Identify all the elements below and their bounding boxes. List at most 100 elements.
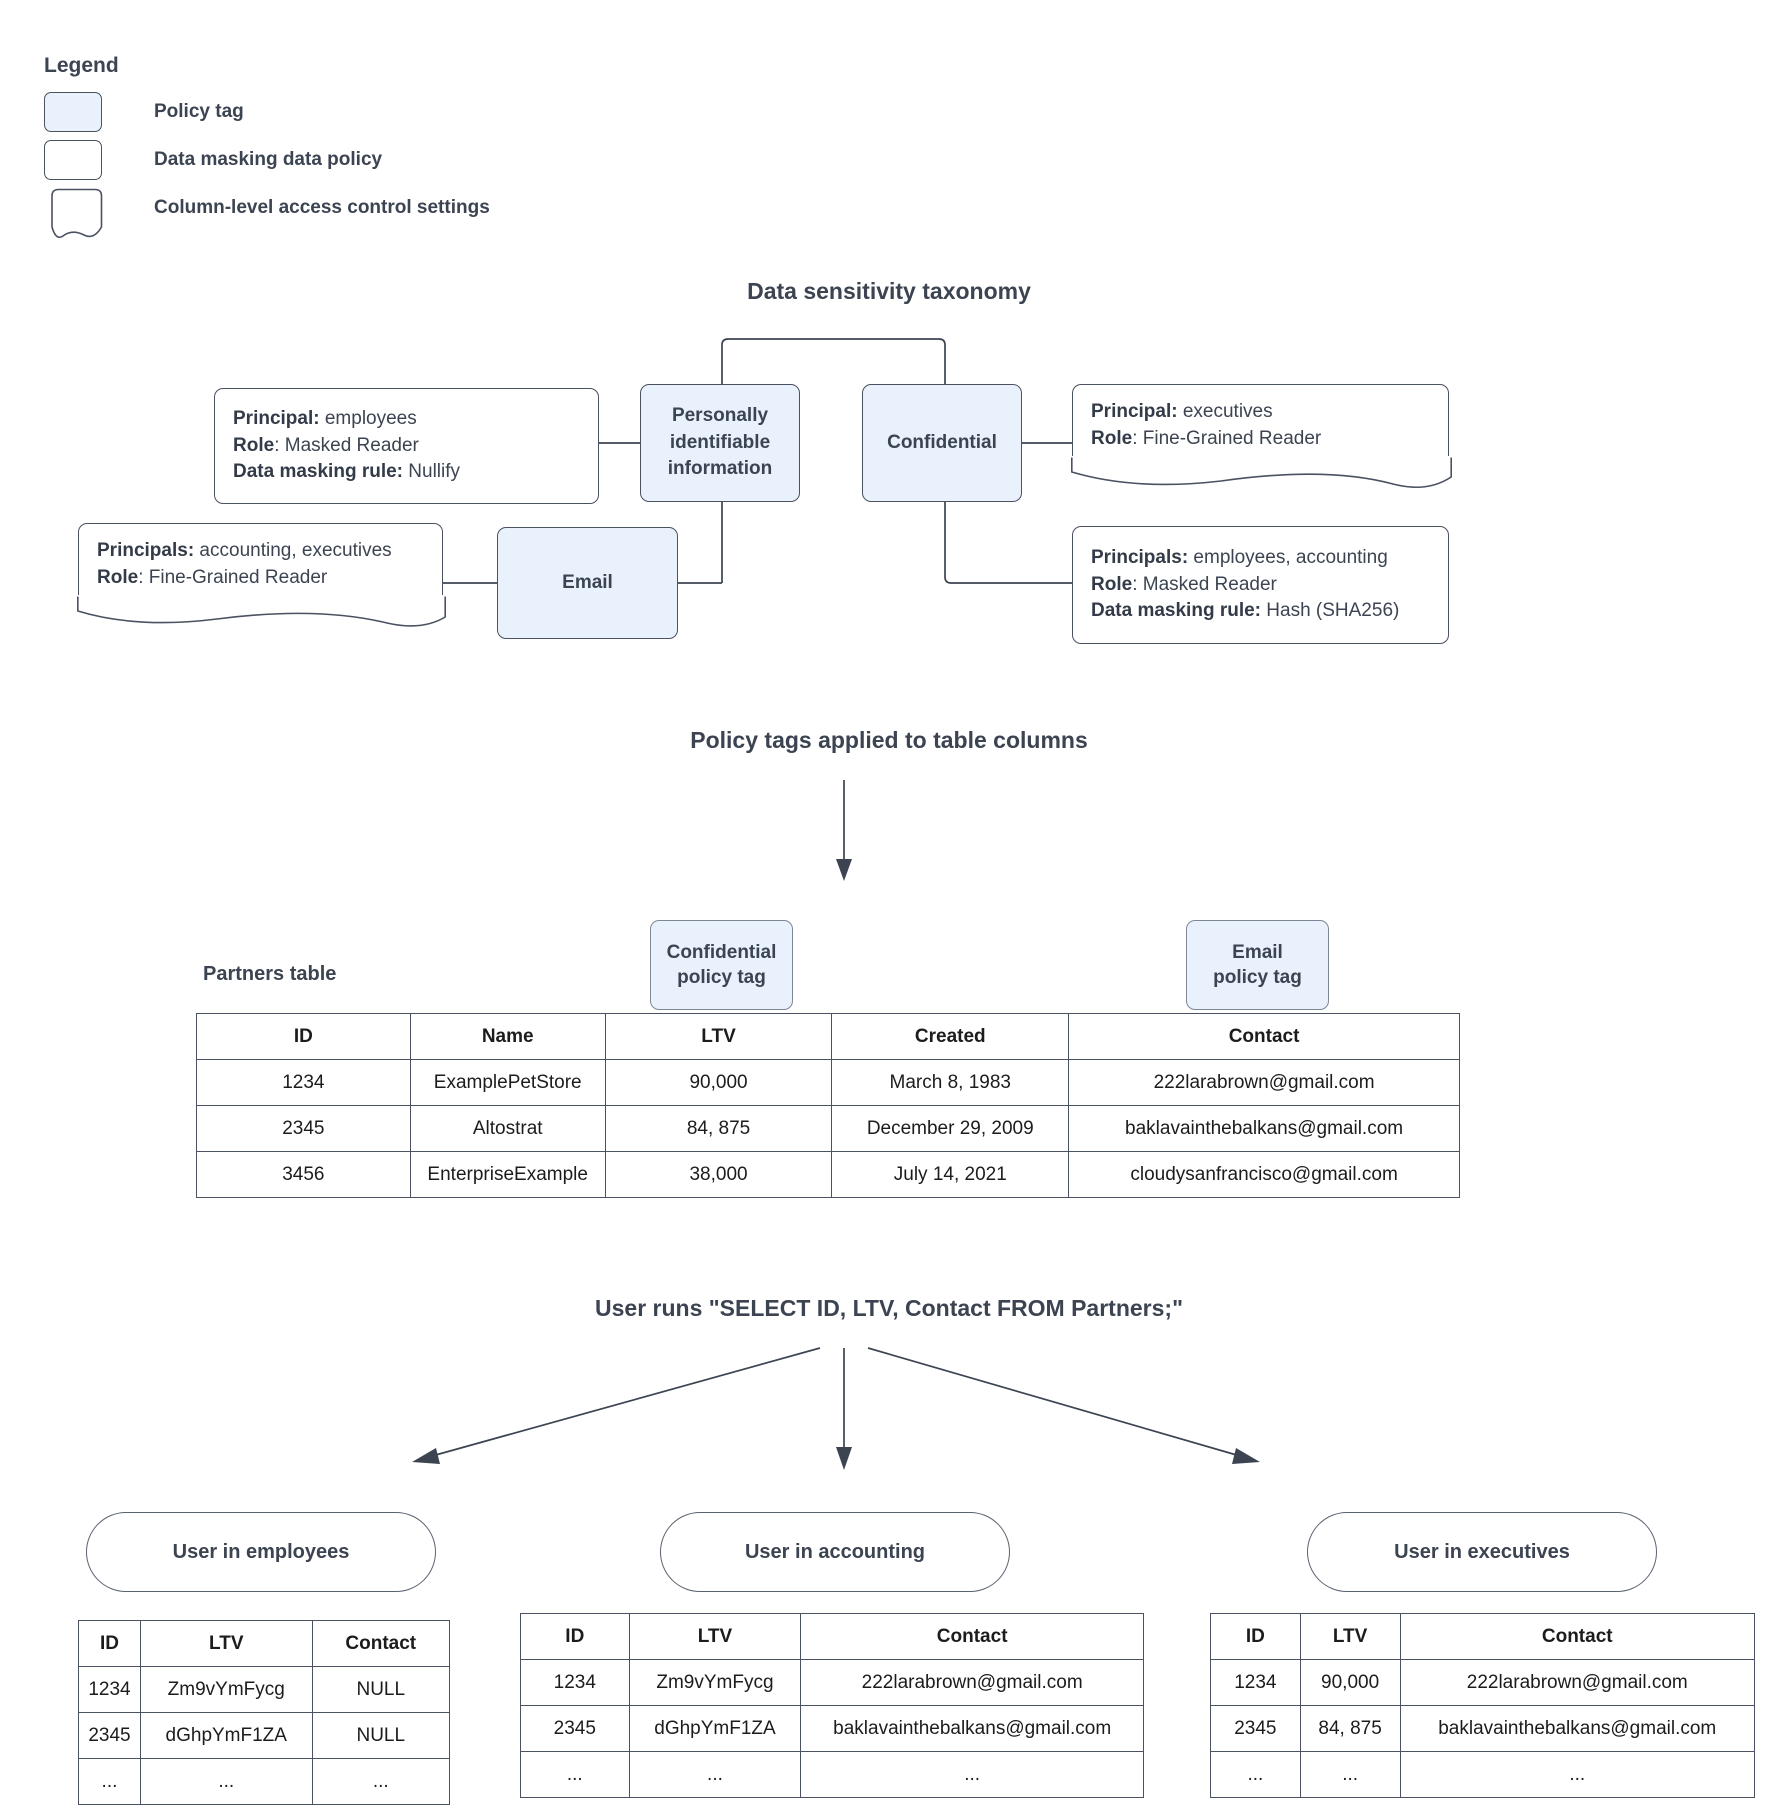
cell-id: 1234 — [1210, 1659, 1301, 1706]
policy-tags-heading: Policy tags applied to table columns — [690, 727, 1088, 753]
cell-id: 1234 — [196, 1059, 411, 1106]
policy-line-key: Role — [97, 566, 139, 588]
column-policy-tag-email[interactable]: Email policy tag — [1186, 920, 1329, 1010]
legend-item-data-masking: Data masking data policy — [44, 136, 490, 184]
policy-line-value: employees — [319, 407, 417, 429]
policy-line-key: Principals: — [1091, 546, 1189, 568]
cell-id: 3456 — [196, 1151, 411, 1198]
policy-line-value: Nullify — [403, 461, 461, 483]
policy-line-key: Principal: — [1091, 400, 1178, 422]
table-row: 2345 dGhpYmF1ZA NULL — [78, 1712, 451, 1759]
taxonomy-heading: Data sensitivity taxonomy — [747, 278, 1031, 304]
cell-name: EnterpriseExample — [409, 1151, 606, 1198]
cell-id: ... — [1210, 1751, 1301, 1798]
legend-title: Legend — [44, 54, 119, 77]
cell-ltv: ... — [139, 1758, 313, 1805]
column-header-contact: Contact — [1068, 1013, 1460, 1060]
column-header-contact: Contact — [800, 1613, 1144, 1660]
partners-table-label: Partners table — [203, 963, 337, 985]
column-header-name: Name — [409, 1013, 606, 1060]
cell-created: December 29, 2009 — [831, 1105, 1070, 1152]
column-policy-tag-line2: policy tag — [677, 967, 766, 988]
cell-name: Altostrat — [409, 1105, 606, 1152]
cell-ltv: 38,000 — [604, 1151, 833, 1198]
column-header-ltv: LTV — [139, 1620, 313, 1667]
cell-ltv: 84, 875 — [1299, 1705, 1401, 1752]
policy-line-value: : Fine-Grained Reader — [138, 566, 328, 588]
table-row: 2345 dGhpYmF1ZA baklavainthebalkans@gmai… — [520, 1705, 1144, 1752]
cell-contact: baklavainthebalkans@gmail.com — [800, 1705, 1144, 1752]
result-table-employees: ID LTV Contact 1234 Zm9vYmFycg NULL 2345… — [78, 1620, 451, 1805]
table-header-row: ID LTV Contact — [1210, 1613, 1755, 1660]
legend-item-policy-tag: Policy tag — [44, 88, 490, 136]
legend-item-label: Column-level access control settings — [154, 197, 490, 218]
cell-id: 2345 — [520, 1705, 630, 1752]
column-header-id: ID — [196, 1013, 411, 1060]
policy-line-value: executives — [1177, 400, 1273, 422]
table-row: 3456 EnterpriseExample 38,000 July 14, 2… — [196, 1151, 1460, 1198]
column-header-id: ID — [78, 1620, 141, 1667]
cell-id: 2345 — [78, 1712, 141, 1759]
cell-contact: ... — [1399, 1751, 1755, 1798]
result-table-accounting: ID LTV Contact 1234 Zm9vYmFycg 222larabr… — [520, 1613, 1144, 1798]
column-header-ltv: LTV — [1299, 1613, 1401, 1660]
policy-line-key: Data masking rule: — [1091, 600, 1261, 622]
cell-id: 1234 — [520, 1659, 630, 1706]
cell-id: ... — [520, 1751, 630, 1798]
oval-label: User in accounting — [744, 1540, 926, 1563]
column-header-contact: Contact — [311, 1620, 451, 1667]
table-row: 1234 Zm9vYmFycg NULL — [78, 1666, 451, 1713]
cell-contact: 222larabrown@gmail.com — [1068, 1059, 1460, 1106]
table-row: 1234 90,000 222larabrown@gmail.com — [1210, 1659, 1755, 1706]
cell-created: March 8, 1983 — [831, 1059, 1070, 1106]
column-policy-tag-line1: Confidential — [666, 941, 777, 963]
table-row: 1234 Zm9vYmFycg 222larabrown@gmail.com — [520, 1659, 1144, 1706]
policy-line-key: Principal: — [233, 407, 320, 429]
cell-contact: ... — [311, 1758, 451, 1805]
cell-ltv: dGhpYmF1ZA — [139, 1712, 313, 1759]
policy-line-value: : Fine-Grained Reader — [1132, 427, 1322, 449]
legend-item-column-access: Column-level access control settings — [44, 184, 490, 239]
policy-tag-confidential[interactable]: Confidential — [862, 384, 1022, 502]
cell-id: 2345 — [196, 1105, 411, 1152]
cell-id: ... — [78, 1758, 141, 1805]
cell-ltv: Zm9vYmFycg — [628, 1659, 802, 1706]
cell-contact: NULL — [311, 1666, 451, 1713]
cell-ltv: 84, 875 — [604, 1105, 833, 1152]
table-row: 2345 Altostrat 84, 875 December 29, 2009… — [196, 1105, 1460, 1152]
policy-line-key: Role — [1091, 427, 1133, 449]
cell-contact: NULL — [311, 1712, 451, 1759]
query-fanout-arrows — [412, 1347, 1260, 1470]
cell-ltv: Zm9vYmFycg — [139, 1666, 313, 1713]
policy-tag-swatch-icon — [44, 92, 102, 132]
result-group-title-executives: User in executives — [1307, 1512, 1657, 1592]
data-masking-swatch-icon — [44, 140, 102, 180]
column-header-created: Created — [831, 1013, 1070, 1060]
column-policy-tag-confidential[interactable]: Confidential policy tag — [650, 920, 793, 1010]
legend: Legend Policy tag Data masking data poli… — [44, 54, 490, 239]
cell-contact: baklavainthebalkans@gmail.com — [1399, 1705, 1755, 1752]
policy-line-value: employees, accounting — [1188, 546, 1388, 568]
legend-item-label: Policy tag — [154, 101, 244, 122]
column-header-contact: Contact — [1399, 1613, 1755, 1660]
cell-ltv: ... — [628, 1751, 802, 1798]
table-row: 1234 ExamplePetStore 90,000 March 8, 198… — [196, 1059, 1460, 1106]
column-header-id: ID — [1210, 1613, 1301, 1660]
policy-line-key: Role — [1091, 573, 1133, 595]
taxonomy-connectors — [443, 338, 1072, 584]
confidential-column-access-control: Principal: executives Role: Fine-Grained… — [1071, 384, 1453, 489]
table-row: ... ... ... — [520, 1751, 1144, 1798]
cell-name: ExamplePetStore — [409, 1059, 606, 1106]
policy-tag-pii[interactable]: Personally identifiable information — [640, 384, 800, 502]
column-policy-tag-line2: policy tag — [1213, 967, 1302, 988]
table-row: 2345 84, 875 baklavainthebalkans@gmail.c… — [1210, 1705, 1755, 1752]
policy-tag-email[interactable]: Email — [497, 527, 678, 639]
pii-data-masking-policy: Principal: employees Role: Masked Reader… — [214, 388, 599, 504]
cell-contact: ... — [800, 1751, 1144, 1798]
policy-line-value: : Masked Reader — [274, 434, 419, 456]
result-group-title-accounting: User in accounting — [660, 1512, 1010, 1592]
cell-ltv: ... — [1299, 1751, 1401, 1798]
policy-line-key: Principals: — [97, 539, 195, 561]
cell-contact: 222larabrown@gmail.com — [1399, 1659, 1755, 1706]
column-header-ltv: LTV — [628, 1613, 802, 1660]
